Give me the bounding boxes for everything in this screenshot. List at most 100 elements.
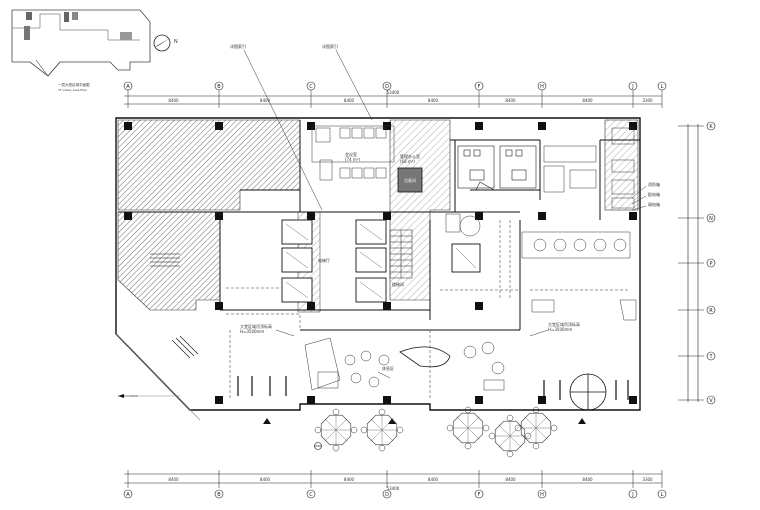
axis-bubble — [382, 81, 392, 91]
dimension-value: 8400 — [428, 98, 439, 103]
dimension-value: 8400 — [260, 98, 271, 103]
axis-bubble — [474, 81, 484, 91]
key-plan-subcaption: 1F Lobby Area Plan — [58, 88, 87, 92]
structural-column — [629, 122, 637, 130]
entrance-markers — [263, 418, 586, 424]
axis-bubble — [706, 305, 716, 315]
axis-label: C — [309, 84, 313, 90]
axis-label: A — [126, 84, 130, 90]
axis-label: K — [709, 124, 713, 130]
office-area: (68 m²) — [400, 159, 415, 164]
dimension-value: 8400 — [428, 477, 439, 482]
dimension-value: 8400 — [168, 98, 179, 103]
structural-column — [124, 212, 132, 220]
dimension-value: 8400 — [344, 477, 355, 482]
axis-label: V — [709, 398, 713, 404]
axis-label: H — [540, 84, 544, 90]
interior-walls — [118, 120, 640, 331]
callout-right-3: 弱电箱 — [648, 201, 660, 207]
axis-bubble — [537, 81, 547, 91]
callout-mid-lobby: 休息区 — [382, 365, 394, 371]
meeting-room-label: 会议室 — [345, 151, 357, 157]
callout-left-lobby-sub: H=3500mm — [240, 329, 264, 334]
structural-column — [307, 122, 315, 130]
axis-label: B — [217, 492, 221, 498]
callout-right-lobby-sub: H=3500mm — [548, 327, 572, 332]
axis-label: F — [478, 492, 481, 498]
axis-bubble — [214, 489, 224, 499]
structural-column — [538, 122, 546, 130]
axis-bubble — [628, 81, 638, 91]
structural-column — [383, 396, 391, 404]
umbrella-table — [360, 408, 404, 452]
axis-label: R — [709, 308, 713, 314]
callout-top-left: 详图索引 — [230, 43, 246, 49]
axis-bubble — [706, 121, 716, 131]
key-plan: 一层大堂区域平面图 1F Lobby Area Plan — [11, 9, 151, 92]
structural-column — [307, 302, 315, 310]
elevator-hall-label: 电梯厅 — [318, 257, 330, 263]
reception-counters — [445, 213, 637, 321]
axis-label: L — [661, 492, 664, 498]
building-outline — [115, 117, 641, 421]
dimension-value: 8400 — [260, 477, 271, 482]
axis-label: D — [385, 84, 389, 90]
bottom-total-dimension: 53400 — [387, 486, 400, 491]
axis-bubble — [706, 258, 716, 268]
dimension-value: 8400 — [505, 98, 516, 103]
dimension-value: 8400 — [582, 98, 593, 103]
axis-bubble — [382, 489, 392, 499]
meeting-room-area: (74 m²) — [345, 157, 360, 162]
axis-label: J — [631, 84, 633, 90]
axis-bubble — [537, 489, 547, 499]
service-equipment — [543, 127, 635, 209]
axis-label: L — [661, 84, 664, 90]
axis-bubble — [657, 81, 667, 91]
callout-right-2: 配电箱 — [648, 191, 660, 197]
structural-column — [307, 396, 315, 404]
umbrella-table — [446, 406, 490, 450]
section-symbol — [314, 442, 322, 450]
dimension-value: 8400 — [168, 477, 179, 482]
axis-label: D — [385, 492, 389, 498]
top-total-dimension: 53400 — [387, 90, 400, 95]
callout-top-mid: 详图索引 — [322, 43, 338, 49]
callout-leaders — [243, 49, 647, 379]
axis-bubble — [123, 81, 133, 91]
office-label: 管理办公室 — [400, 153, 420, 159]
revolving-door — [569, 373, 607, 411]
stair-label: 楼梯间 — [392, 281, 404, 287]
axis-bubble — [706, 213, 716, 223]
structural-column — [215, 396, 223, 404]
dimension-value: 8400 — [344, 98, 355, 103]
structural-column — [475, 396, 483, 404]
structural-column — [629, 396, 637, 404]
umbrella-table — [514, 406, 558, 450]
left-stair — [150, 253, 199, 359]
north-arrow: N — [153, 34, 178, 52]
restrooms — [457, 145, 537, 191]
ceiling-dashed-lines — [226, 220, 630, 400]
elevator-bank — [281, 219, 481, 303]
dimension-value: 8400 — [505, 477, 516, 482]
structural-column — [307, 212, 315, 220]
dimension-value: 3300 — [642, 477, 653, 482]
stair — [389, 229, 413, 279]
axis-bubble — [123, 489, 133, 499]
structural-column — [629, 212, 637, 220]
axis-bubble — [306, 489, 316, 499]
callout-right-lobby: 大堂区域吊顶标高 — [548, 321, 580, 327]
callout-right-1: 消防箱 — [648, 181, 660, 187]
axis-label: N — [709, 216, 713, 222]
direction-arrow — [118, 394, 138, 398]
north-arrow-label: N — [174, 39, 178, 45]
axis-label: T — [708, 354, 713, 360]
axis-bubble — [306, 81, 316, 91]
axis-label: C — [309, 492, 313, 498]
axis-label: B — [217, 84, 221, 90]
callout-left-lobby: 大堂区域吊顶标高 — [240, 323, 272, 329]
